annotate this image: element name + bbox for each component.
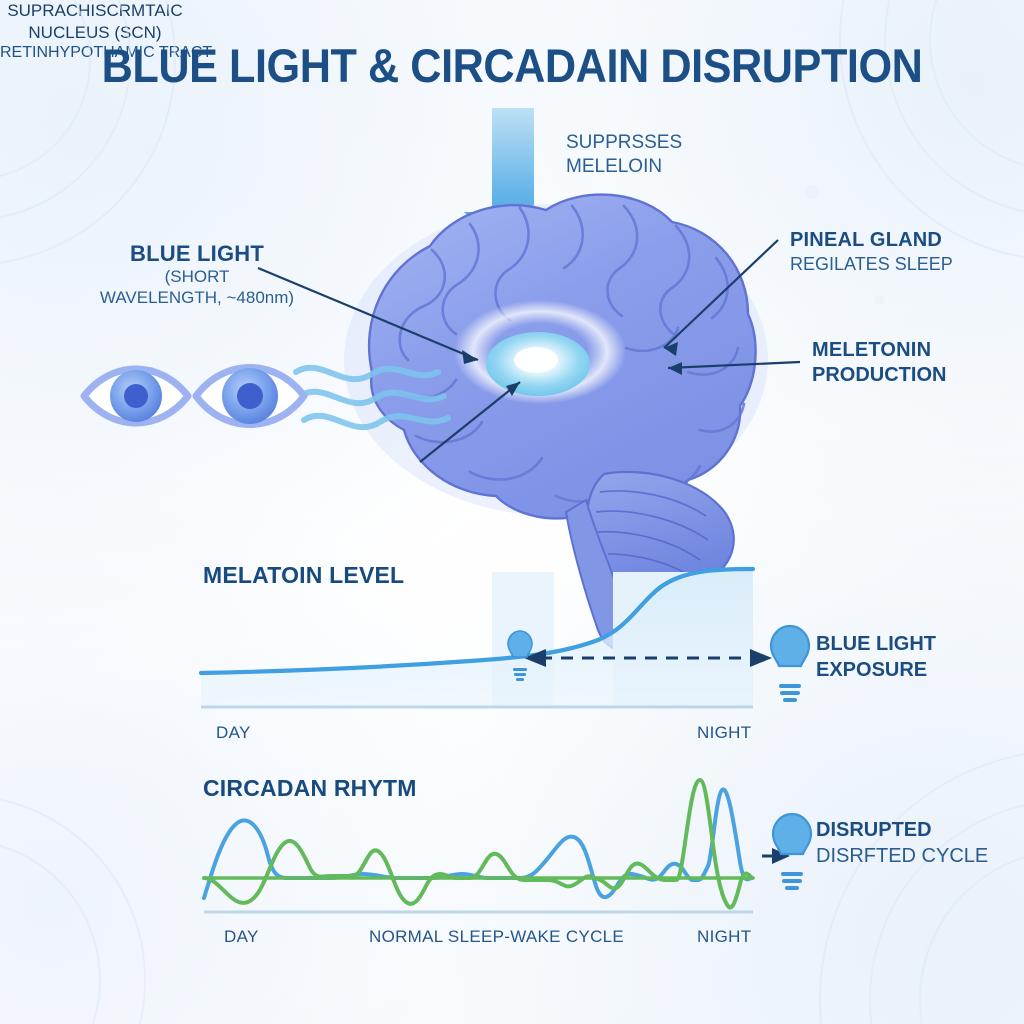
callout-pointers	[257, 239, 801, 463]
page-title: BLUE LIGHT & CIRCADAIN DISRUPTION	[101, 39, 923, 92]
pineal-heading: PINEAL GLAND	[790, 229, 943, 251]
legend-disrupted-line2: DISRFTED CYCLE	[816, 844, 989, 867]
chart2-tick-day: DAY	[224, 927, 259, 946]
disrupted-cycle-arrow-icon	[762, 848, 790, 864]
blue-light-sub1: (SHORT	[164, 267, 230, 287]
eye-icon	[80, 364, 308, 428]
chart-title-circadian: CIRCADAN RHYTM	[203, 775, 417, 801]
suppresses-line1: SUPPRSSES	[566, 132, 683, 153]
label-suppresses-melatonin: SUPPRSSES MELELOIN	[566, 131, 682, 178]
chart1-tick-day: DAY	[216, 723, 251, 742]
melatonin-prod-line1: MELETONIN	[812, 339, 932, 361]
blue-light-sub2: WAVELENGTH, ~480nm)	[99, 288, 295, 307]
legend-disrupted-line1: DISRUPTED	[816, 819, 932, 841]
label-blue-light: BLUE LIGHT (SHORT WAVELENGTH, ~480nm)	[92, 240, 302, 309]
label-melatonin-production: MELETONIN PRODUCTION	[812, 338, 946, 388]
pineal-sub: REGILATES SLEEP	[790, 253, 953, 274]
bulb-icon	[771, 812, 813, 890]
melatonin-prod-line2: PRODUCTION	[812, 363, 947, 386]
chart1-tick-night: NIGHT	[697, 723, 752, 742]
blue-light-exposure-arrow-icon	[524, 649, 772, 667]
legend-blue-light-exposure: BLUE LIGHT EXPOSURE	[816, 632, 936, 683]
chart2-tick-normal-cycle: NORMAL SLEEP-WAKE CYCLE	[369, 927, 625, 946]
legend-exposure-line1: BLUE LIGHT	[816, 633, 936, 655]
scn-node-icon	[486, 332, 590, 396]
melatonin-curve	[198, 566, 756, 676]
chart2-tick-night: NIGHT	[697, 927, 752, 946]
melatonin-area	[201, 569, 753, 707]
blue-light-heading: BLUE LIGHT	[130, 241, 264, 266]
bulb-icon	[769, 624, 811, 702]
legend-exposure-line2: EXPOSURE	[816, 658, 928, 681]
bulb-icon	[507, 630, 533, 681]
label-pineal-gland: PINEAL GLAND REGILATES SLEEP	[790, 228, 953, 275]
legend-disrupted-cycle: DISRUPTED DISRFTED CYCLE	[816, 818, 988, 869]
chart-title-melatonin: MELATOIN LEVEL	[203, 562, 405, 588]
suppresses-line2: MELELOIN	[566, 155, 663, 177]
